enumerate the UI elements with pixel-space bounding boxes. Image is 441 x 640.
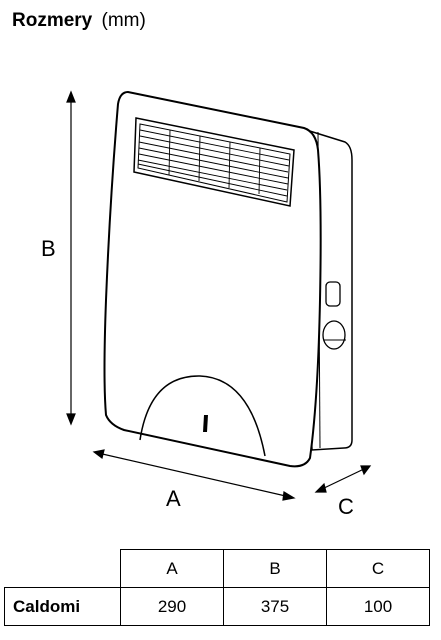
heater-grille — [133, 117, 295, 207]
table-corner-cell — [4, 549, 121, 588]
table-cell-c: 100 — [326, 587, 430, 626]
dimension-b-label: B — [41, 236, 56, 261]
side-knob-bottom — [322, 320, 346, 350]
dimensions-table: A B C Caldomi 290 375 100 — [4, 549, 430, 626]
dimension-c-arrow — [314, 465, 372, 493]
table-header-b: B — [223, 549, 327, 588]
dimension-c-label: C — [338, 494, 354, 519]
table-row: Caldomi 290 375 100 — [4, 587, 430, 626]
side-knob-top — [325, 281, 341, 307]
title-text: Rozmery — [12, 10, 93, 31]
title-unit: (mm) — [101, 10, 146, 31]
dimension-b-arrow — [66, 90, 76, 426]
table-header-c: C — [326, 549, 430, 588]
dimension-a-label: A — [166, 486, 181, 511]
table-cell-a: 290 — [120, 587, 224, 626]
heater-bottom-arch — [139, 375, 266, 457]
table-row-name: Caldomi — [4, 587, 121, 626]
indicator-light — [203, 415, 208, 432]
page-title: Rozmery (mm) — [12, 10, 146, 32]
table-header-row: A B C — [4, 549, 430, 588]
dimension-a-arrow — [92, 449, 296, 501]
heater-drawing — [66, 90, 372, 501]
table-header-a: A — [120, 549, 224, 588]
table-cell-b: 375 — [223, 587, 327, 626]
